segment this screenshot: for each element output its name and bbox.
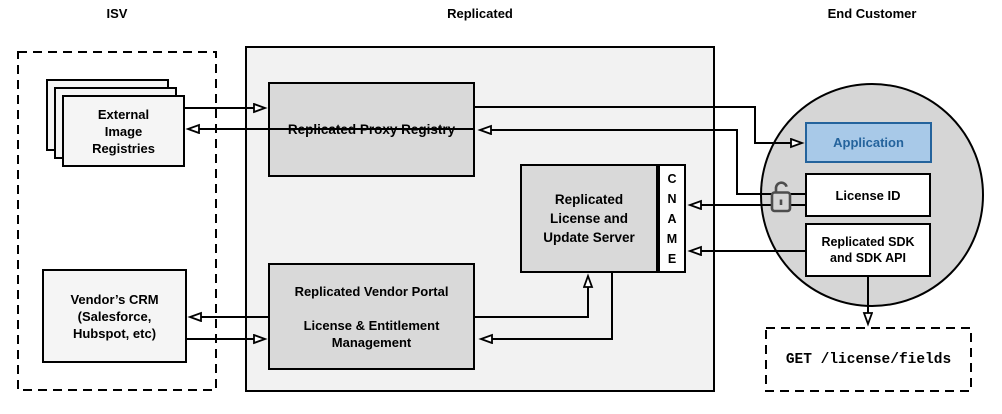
cname-letter: M (666, 231, 678, 246)
end-customer-section-label: End Customer (827, 6, 917, 21)
replicated-vendor-portal-label: Replicated Vendor Portal License & Entit… (294, 283, 449, 350)
replicated-section-label: Replicated (447, 6, 513, 21)
get-license-fields-box: GET /license/fields (765, 327, 972, 392)
get-license-fields-label: GET /license/fields (785, 351, 952, 368)
external-image-registries-label: External Image Registries (92, 106, 155, 156)
cname-letter: C (667, 171, 677, 186)
license-id-label: License ID (835, 187, 901, 203)
replicated-proxy-registry-label: Replicated Proxy Registry (287, 122, 456, 137)
vendors-crm-label: Vendor’s CRM (Salesforce, Hubspot, etc) (70, 291, 159, 341)
replicated-license-update-server-label: Replicated License and Update Server (543, 192, 635, 245)
replicated-license-update-server-box: Replicated License and Update Server (520, 164, 658, 273)
replicated-proxy-registry-box: Replicated Proxy Registry (268, 82, 475, 177)
replicated-vendor-portal-box: Replicated Vendor Portal License & Entit… (268, 263, 475, 370)
replicated-sdk-label: Replicated SDK and SDK API (821, 235, 915, 265)
application-box: Application (805, 122, 932, 163)
external-image-registries-box: External Image Registries (62, 95, 185, 167)
isv-section-label: ISV (106, 6, 128, 21)
application-label: Application (833, 135, 904, 150)
vendors-crm-box: Vendor’s CRM (Salesforce, Hubspot, etc) (42, 269, 187, 363)
replicated-sdk-box: Replicated SDK and SDK API (805, 223, 931, 277)
license-id-box: License ID (805, 173, 931, 217)
cname-box: C N A M E (658, 164, 686, 273)
cname-letter: E (667, 251, 677, 266)
cname-letter: A (667, 211, 677, 226)
cname-letter: N (667, 191, 677, 206)
